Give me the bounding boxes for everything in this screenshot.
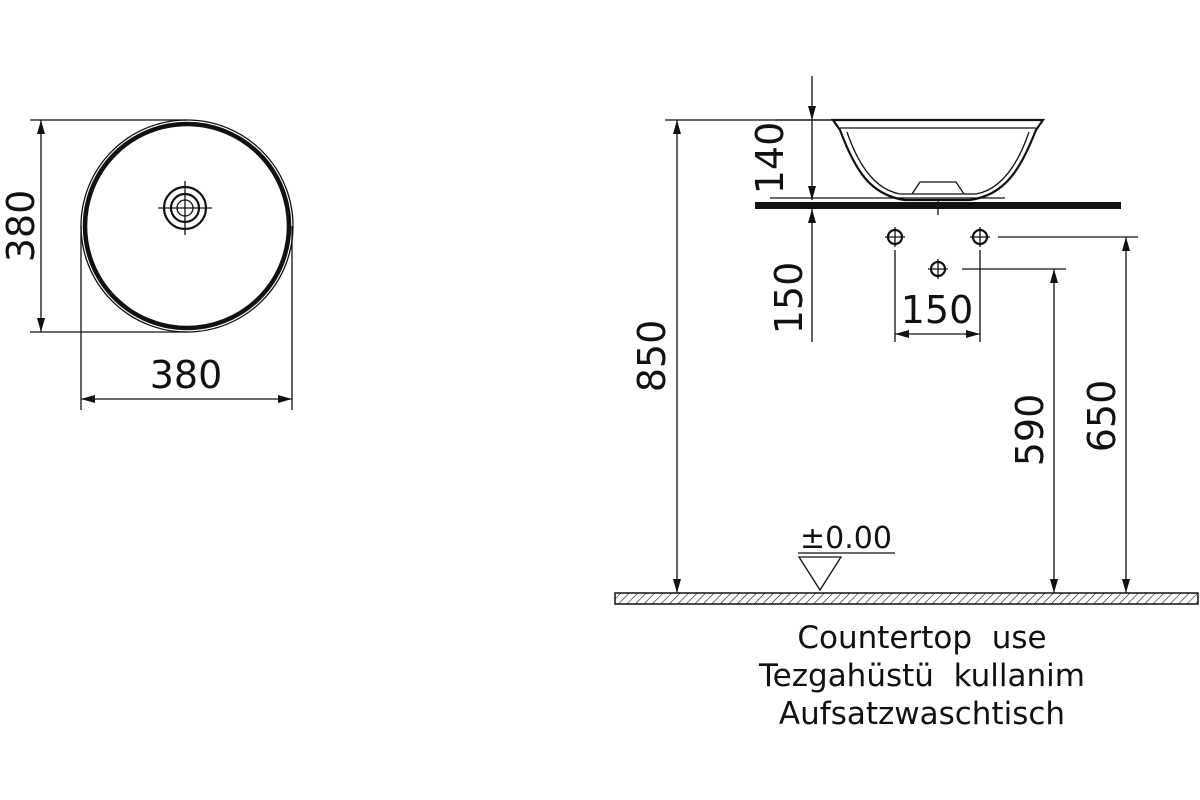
- bowl-height-label: 140: [748, 122, 792, 195]
- caption-line-german: Aufsatzwaschtisch: [779, 696, 1065, 732]
- basin-inner-rim: [82, 121, 292, 331]
- floor-level-marker: ±0.00: [797, 521, 895, 592]
- floor-hatch: [614, 592, 1199, 605]
- tap-connection-right-icon: [970, 227, 990, 247]
- caption-line-english: Countertop use: [797, 620, 1046, 656]
- bowl-height-dimension: 140: [748, 76, 833, 200]
- side-view: 140 150 150 850: [614, 76, 1199, 605]
- depth-dimension: 380: [0, 119, 187, 333]
- floor-level-label: ±0.00: [800, 521, 892, 556]
- depth-label: 380: [0, 190, 43, 263]
- tap-connection-left-icon: [885, 227, 905, 247]
- plan-view: 380 380: [0, 119, 294, 410]
- waste-height-label: 590: [1008, 394, 1052, 467]
- counter-height-label: 850: [630, 320, 674, 393]
- inlet-height-label: 650: [1080, 380, 1124, 453]
- waste-height-dimension: 590: [962, 268, 1066, 593]
- counter-height-dimension: 850: [630, 119, 833, 593]
- caption: Countertop use Tezgahüstü kullanim Aufsa…: [758, 620, 1085, 732]
- drain-offset-label: 150: [767, 262, 811, 335]
- inlet-height-dimension: 650: [998, 236, 1138, 593]
- tap-spacing-label: 150: [901, 288, 974, 332]
- width-label: 380: [150, 353, 223, 397]
- width-dimension: 380: [80, 226, 293, 410]
- basin-bowl: [770, 118, 1046, 215]
- basin-outer-rim: [80, 119, 294, 333]
- waste-connection-icon: [928, 259, 948, 279]
- drain-icon: [158, 181, 212, 235]
- drain-offset-dimension: 150: [767, 209, 816, 342]
- caption-line-turkish: Tezgahüstü kullanim: [758, 658, 1085, 694]
- tap-spacing-dimension: 150: [894, 250, 981, 342]
